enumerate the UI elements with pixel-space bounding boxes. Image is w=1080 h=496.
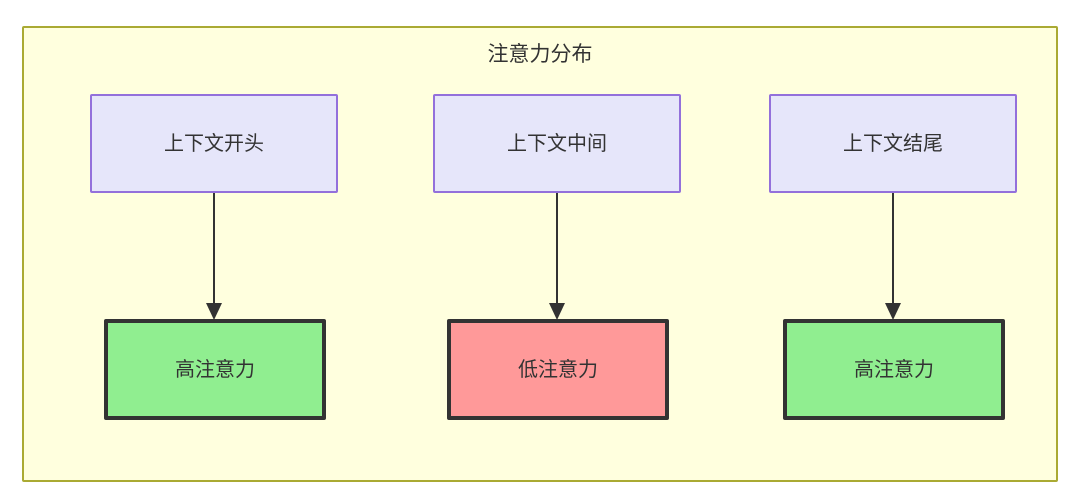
- node-context-middle[interactable]: 上下文中间: [433, 94, 681, 193]
- flow-column-middle: 上下文中间 低注意力: [433, 94, 681, 454]
- subgraph-attention-distribution: 注意力分布 上下文开头 高注意力 上下文中间: [22, 26, 1058, 482]
- node-context-end[interactable]: 上下文结尾: [769, 94, 1017, 193]
- node-attention-low-middle-label: 低注意力: [518, 358, 598, 381]
- node-attention-low-middle[interactable]: 低注意力: [447, 319, 669, 420]
- subgraph-title: 注意力分布: [487, 43, 593, 66]
- node-attention-high-end[interactable]: 高注意力: [783, 319, 1005, 420]
- node-attention-high-start[interactable]: 高注意力: [104, 319, 326, 420]
- arrowhead-icon: [206, 303, 222, 320]
- edge-start-to-high: [199, 193, 229, 321]
- node-context-middle-label: 上下文中间: [507, 132, 607, 155]
- node-context-start-label: 上下文开头: [164, 132, 264, 155]
- edge-end-to-high: [878, 193, 908, 321]
- arrowhead-icon: [885, 303, 901, 320]
- arrowhead-icon: [549, 303, 565, 320]
- node-context-end-label: 上下文结尾: [843, 132, 943, 155]
- flow-column-end: 上下文结尾 高注意力: [769, 94, 1017, 454]
- edge-middle-to-low: [542, 193, 572, 321]
- node-attention-high-start-label: 高注意力: [175, 358, 255, 381]
- node-attention-high-end-label: 高注意力: [854, 358, 934, 381]
- flow-column-start: 上下文开头 高注意力: [90, 94, 338, 454]
- node-context-start[interactable]: 上下文开头: [90, 94, 338, 193]
